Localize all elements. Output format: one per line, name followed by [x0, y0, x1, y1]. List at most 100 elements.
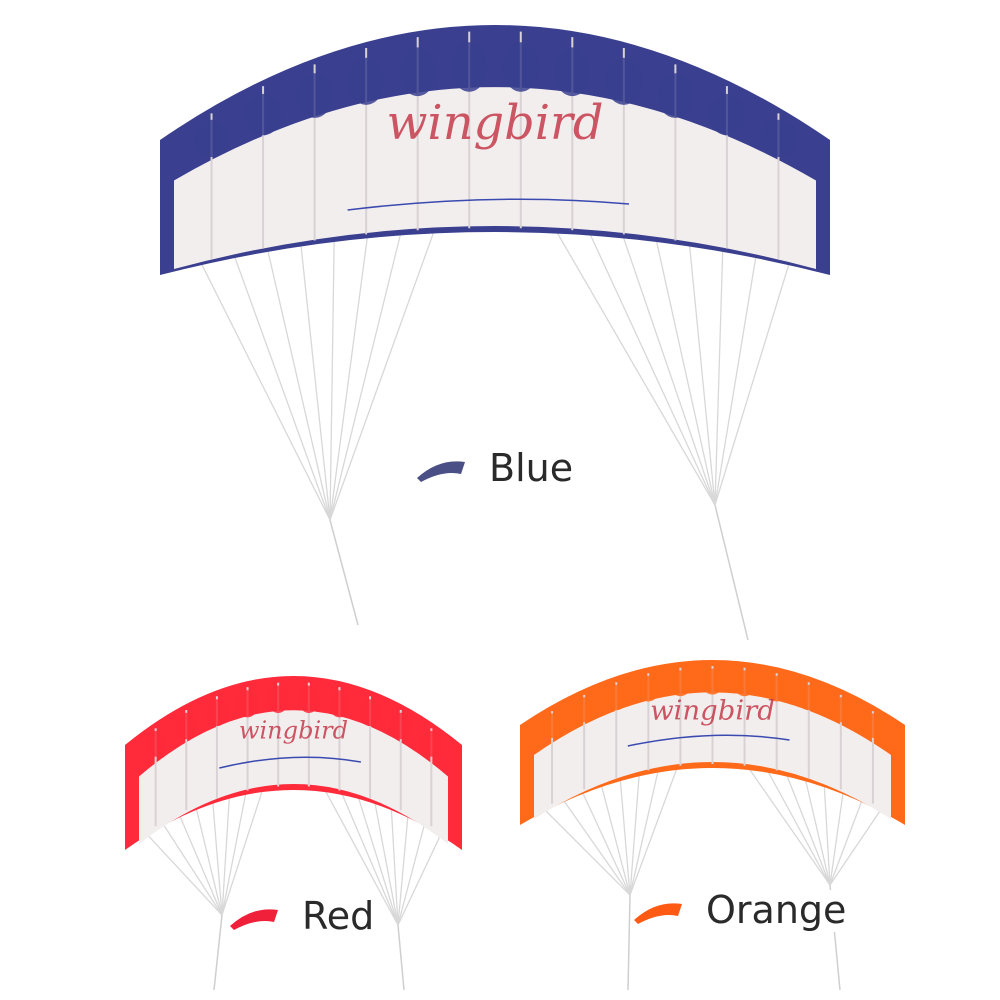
orange-logo-wave: [627, 734, 790, 747]
blue-kite-line: [714, 254, 757, 506]
blue-kite-line: [329, 229, 436, 521]
blue-kite-tether: [329, 519, 359, 626]
blue-kite-cell-opening: [760, 119, 797, 158]
red-kite-line: [221, 794, 231, 916]
red-kite-line: [340, 790, 399, 926]
red-kite-cell-opening: [144, 730, 167, 757]
red-kite-cell-opening: [420, 730, 443, 757]
color-option-orange: Orange: [632, 889, 851, 932]
orange-kite-line: [804, 776, 831, 886]
orange-kite-line: [829, 790, 845, 886]
blue-kite-line: [714, 247, 724, 506]
red-kite-line: [221, 787, 264, 916]
orange-kite-line: [629, 772, 640, 896]
orange-kite-cell-opening: [572, 697, 596, 723]
red-kite-line: [178, 813, 223, 916]
blue-brand-logo: wingbird: [386, 96, 603, 151]
orange-kite-line: [829, 798, 864, 886]
orange-kite-line: [629, 768, 660, 896]
red-kite-cell-opening: [175, 712, 197, 740]
orange-kite-cell-opening: [797, 684, 820, 711]
red-kite-cell-opening: [206, 699, 228, 727]
blue-kite-underside: [174, 87, 816, 269]
red-kite-cell-opening: [236, 690, 259, 718]
blue-swatch-icon: [417, 461, 465, 482]
blue-kite-line: [714, 261, 791, 506]
red-swatch-icon: [230, 909, 278, 930]
red-logo-wave: [219, 756, 362, 769]
blue-kite-line: [329, 234, 369, 521]
orange-kite-cell-opening: [605, 684, 628, 711]
orange-kite-line: [746, 765, 831, 886]
blue-label: Blue: [485, 447, 578, 490]
red-kite-line: [397, 832, 443, 926]
orange-kite-line: [629, 765, 679, 896]
red-kite-cell-opening: [390, 712, 412, 740]
red-kite-tether: [213, 914, 223, 991]
red-kite-line: [390, 806, 399, 926]
red-kite-cell-opening: [328, 690, 351, 718]
orange-kite-cell-opening: [637, 675, 660, 702]
orange-kite-line: [581, 790, 631, 896]
color-option-blue: Blue: [415, 447, 578, 490]
blue-kite-cell-opening: [502, 42, 539, 92]
blue-kite-cell-opening: [245, 93, 282, 136]
blue-kite-cell-opening: [708, 93, 745, 136]
blue-kite-cell-opening: [451, 42, 488, 92]
orange-kite-line: [823, 783, 831, 886]
red-kite-line: [373, 799, 399, 926]
blue-kite-cell-opening: [399, 47, 436, 97]
red-kite-line: [221, 790, 247, 916]
blue-kite-line: [266, 247, 331, 521]
red-kite-tether: [397, 924, 405, 991]
orange-kite-line: [785, 771, 831, 886]
blue-kite-line: [300, 242, 331, 521]
orange-kite-cell-opening: [701, 668, 724, 695]
red-kite-line: [356, 794, 399, 926]
blue-kite-line: [554, 229, 716, 506]
red-kite-line: [211, 799, 223, 916]
orange-kite-cell-opening: [765, 675, 788, 702]
blue-kite-cell-opening: [554, 47, 591, 97]
orange-kite-line: [765, 768, 831, 886]
blue-kite-line: [621, 233, 716, 506]
orange-kite-line: [829, 807, 883, 886]
red-kite-line: [144, 832, 223, 916]
orange-kite-tether: [627, 894, 631, 991]
blue-kite-cell-opening: [657, 73, 694, 118]
blue-kite-cell-opening: [348, 57, 385, 105]
orange-kite-line: [600, 783, 631, 896]
blue-kite-line: [233, 253, 331, 521]
blue-kite-line: [329, 237, 335, 521]
blue-kite-line: [199, 261, 331, 521]
color-option-red: Red: [228, 895, 379, 938]
blue-kite-cell-opening: [605, 57, 642, 105]
red-kite-line: [195, 806, 223, 916]
orange-kite-line: [542, 807, 631, 896]
red-kite-cell-opening: [298, 685, 320, 714]
blue-kite-cell-opening: [296, 73, 333, 118]
red-kite-cell-opening: [267, 685, 289, 714]
orange-kite-cell-opening: [669, 670, 692, 697]
red-kite-line: [397, 822, 426, 926]
orange-swatch-icon: [634, 903, 682, 924]
blue-kite-cell-opening: [193, 119, 230, 158]
red-brand-logo: wingbird: [239, 717, 348, 745]
orange-label: Orange: [702, 889, 851, 932]
red-kite-line: [397, 813, 409, 926]
blue-kite-line: [655, 237, 716, 506]
blue-kite-tether: [714, 504, 749, 641]
blue-kite-line: [688, 242, 716, 506]
orange-kite-cell-opening: [733, 670, 756, 697]
red-kite-line: [161, 822, 223, 916]
orange-kite-cell-opening: [540, 713, 564, 738]
blue-kite-line: [329, 231, 402, 521]
orange-kite-line: [619, 777, 631, 896]
orange-brand-logo: wingbird: [650, 694, 775, 726]
red-kite-cell-opening: [359, 699, 381, 727]
red-label: Red: [298, 895, 379, 938]
orange-kite-cell-opening: [861, 713, 885, 738]
blue-kite-line: [588, 231, 716, 506]
